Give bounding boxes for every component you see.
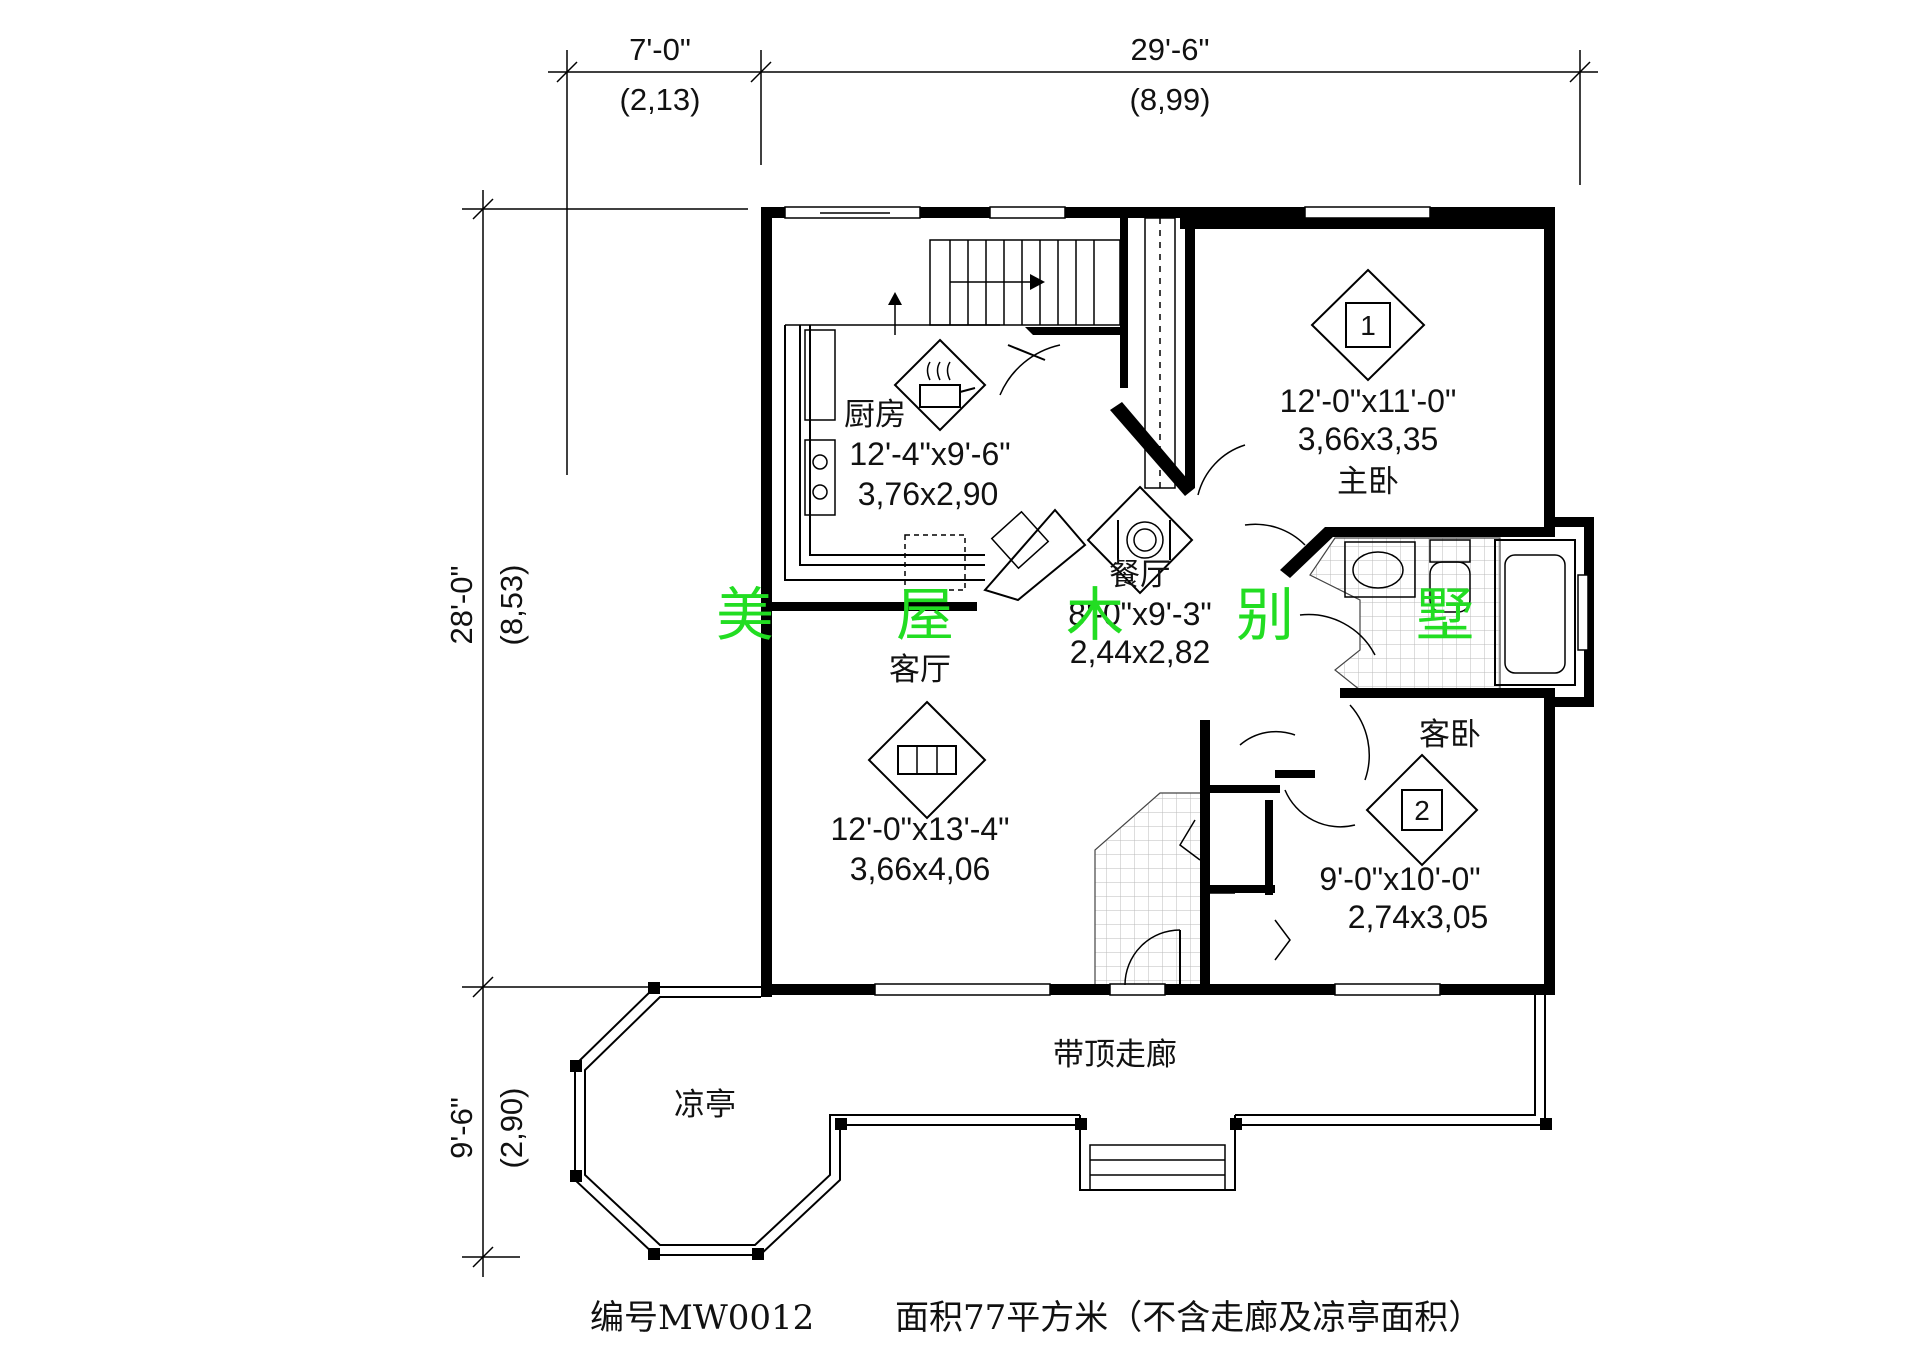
room-size-ft-master: 12'-0"x11'-0": [1280, 383, 1457, 419]
kitchen-fixtures: [804, 329, 1087, 602]
watermark-char-3: 木: [1066, 581, 1124, 649]
dim-left-main-m: (8,53): [494, 565, 529, 646]
dim-top-left-m: (2,13): [620, 82, 701, 117]
dim-top-left-ft: 7'-0": [629, 32, 691, 67]
dim-top-right-m: (8,99): [1130, 82, 1211, 117]
plan-code: 编号MW0012: [590, 1298, 815, 1338]
watermark-char-1: 美: [716, 581, 774, 649]
cooking-pot-icon: [893, 338, 987, 432]
room-size-ft-dining: 8'-0"x9'-3": [1068, 596, 1211, 632]
room-size-ft-kitchen: 12'-4"x9'-6": [849, 436, 1010, 472]
room-name-dining: 餐厅: [1109, 557, 1171, 593]
dim-left-porch-m: (2,90): [494, 1088, 529, 1169]
watermark-char-5: 墅: [1416, 581, 1474, 649]
room-size-m-guest: 2,74x3,05: [1348, 899, 1489, 935]
dimension-lines: 7'-0" (2,13) 29'-6" (8,99) 28'-0" (8,53)…: [444, 32, 1598, 1277]
porch-and-gazebo: 带顶走廊 凉亭: [570, 982, 1552, 1260]
plan-area-note: 面积77平方米（不含走廊及凉亭面积）: [895, 1298, 1483, 1338]
room-dining: 餐厅 8'-0"x9'-3" 2,44x2,82: [1068, 485, 1212, 670]
dining-plate-icon: [1086, 485, 1194, 595]
watermark-char-4: 别: [1236, 581, 1294, 649]
room-kitchen: 厨房 12'-4"x9'-6" 3,76x2,90: [844, 338, 1011, 512]
room-name-master: 主卧: [1337, 464, 1399, 500]
room-name-guest: 客卧: [1419, 717, 1481, 753]
watermark-char-2: 屋: [896, 581, 954, 649]
footer: 编号MW0012 面积77平方米（不含走廊及凉亭面积）: [0, 1290, 1920, 1340]
bed-number-guest: 2: [1414, 795, 1430, 826]
dim-top-right-ft: 29'-6": [1131, 32, 1210, 67]
room-name-kitchen: 厨房: [844, 397, 906, 433]
windows: [784, 206, 1589, 996]
bathroom-fixtures: [1344, 539, 1576, 686]
room-name-gazebo: 凉亭: [674, 1087, 736, 1123]
bed-icon: 1: [1310, 268, 1426, 382]
bed-icon: 2: [1365, 753, 1479, 867]
room-size-m-kitchen: 3,76x2,90: [858, 476, 999, 512]
room-size-m-living: 3,66x4,06: [850, 851, 991, 887]
room-guest-bedroom: 客卧 2 9'-0"x10'-0" 2,74x3,05: [1319, 717, 1488, 935]
sofa-icon: [867, 700, 987, 820]
room-name-porch: 带顶走廊: [1053, 1037, 1177, 1073]
bed-number-master: 1: [1360, 310, 1376, 341]
doors: [999, 344, 1376, 986]
tile-floors: [1094, 537, 1501, 986]
room-name-living: 客厅: [889, 652, 951, 688]
room-size-m-master: 3,66x3,35: [1298, 421, 1439, 457]
room-size-m-dining: 2,44x2,82: [1070, 634, 1211, 670]
staircase: [888, 217, 1176, 489]
room-master-bedroom: 1 12'-0"x11'-0" 3,66x3,35 主卧: [1280, 268, 1457, 500]
room-size-ft-guest: 9'-0"x10'-0": [1319, 861, 1480, 897]
dim-left-porch-ft: 9'-6": [444, 1097, 479, 1159]
dim-left-main-ft: 28'-0": [444, 566, 479, 645]
watermark: 美 屋 木 别 墅: [716, 581, 1474, 649]
room-size-ft-living: 12'-0"x13'-4": [830, 811, 1009, 847]
room-living: 客厅 12'-0"x13'-4" 3,66x4,06: [830, 652, 1009, 887]
